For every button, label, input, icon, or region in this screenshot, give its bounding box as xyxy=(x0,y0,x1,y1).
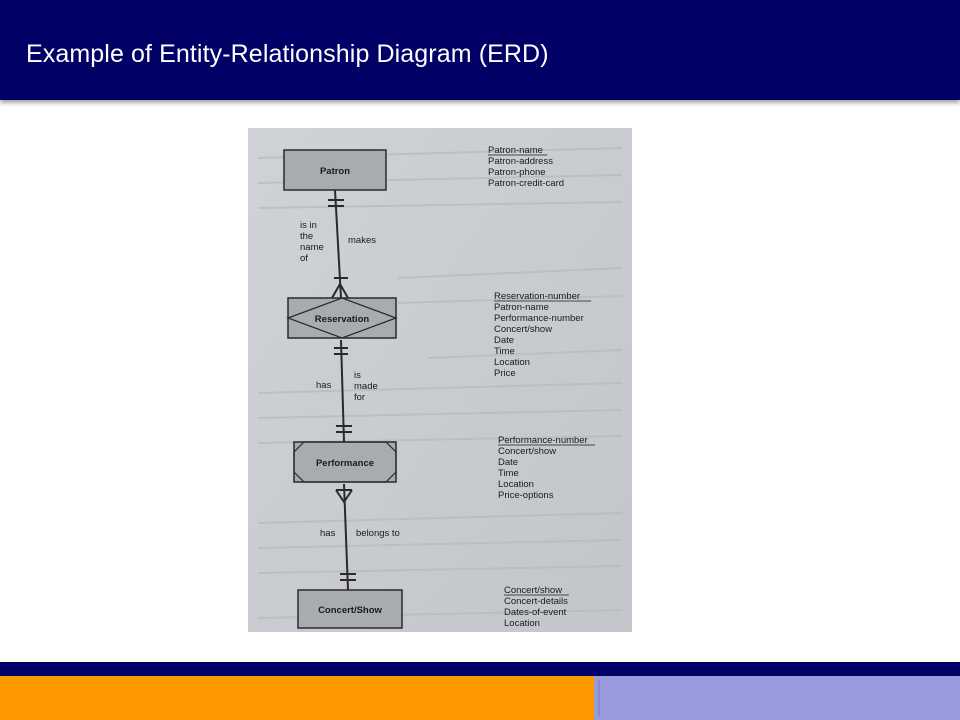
attribute: Location xyxy=(498,479,534,490)
rel-2-right-label: for xyxy=(354,392,365,403)
primary-key-attribute: Performance-number xyxy=(498,435,588,446)
attribute: Patron-phone xyxy=(488,167,546,178)
entity-reservation: Reservation xyxy=(286,297,398,339)
entity-concert-show: Concert/Show xyxy=(297,589,403,629)
primary-key-attribute: Concert/show xyxy=(504,585,562,596)
rel-1-left-label: is in xyxy=(300,220,317,231)
entity-performance: Performance xyxy=(293,441,397,483)
attribute: Concert-details xyxy=(504,596,568,607)
concert-show-attributes: Concert/showConcert-detailsDates-of-even… xyxy=(504,585,569,629)
attribute: Dates-of-event xyxy=(504,607,567,618)
entity-name: Patron xyxy=(320,166,350,177)
footer-bar-orange xyxy=(0,676,594,720)
rel-3-right-label: belongs to xyxy=(356,528,400,539)
attribute: Location xyxy=(504,618,540,629)
rel-1-right-label: makes xyxy=(348,235,376,246)
entity-name: Performance xyxy=(316,458,374,469)
attribute: Patron-credit-card xyxy=(488,178,564,189)
attribute: Patron-address xyxy=(488,156,553,167)
attribute: Price-options xyxy=(498,490,554,501)
patron-attributes: Patron-namePatron-addressPatron-phonePat… xyxy=(488,145,564,189)
rel-2-right-label: is xyxy=(354,370,361,381)
relationship-lines xyxy=(328,189,356,591)
erd-photo: Patron Reservation Performance Concert/S… xyxy=(248,128,632,632)
slide-header: Example of Entity-Relationship Diagram (… xyxy=(0,0,960,100)
attribute: Performance-number xyxy=(494,313,584,324)
rel-3-left-label: has xyxy=(320,528,336,539)
attribute: Date xyxy=(498,457,518,468)
attribute: Price xyxy=(494,368,516,379)
slide-title: Example of Entity-Relationship Diagram (… xyxy=(26,40,549,68)
rel-1-left-label: the xyxy=(300,231,313,242)
primary-key-attribute: Reservation-number xyxy=(494,291,580,302)
primary-key-attribute: Patron-name xyxy=(488,145,543,156)
footer-divider xyxy=(0,662,960,676)
entity-name: Reservation xyxy=(315,314,370,325)
attribute: Time xyxy=(494,346,515,357)
erd-diagram: Patron Reservation Performance Concert/S… xyxy=(248,128,632,632)
relationship-labels: is in the name of makes has is made for … xyxy=(300,220,400,539)
attribute: Patron-name xyxy=(494,302,549,313)
footer-bar-lavender-inner xyxy=(598,680,958,716)
entity-patron: Patron xyxy=(283,149,387,191)
attribute-lists: Patron-namePatron-addressPatron-phonePat… xyxy=(488,145,596,629)
attribute: Time xyxy=(498,468,519,479)
paper-background xyxy=(248,128,632,632)
attribute: Date xyxy=(494,335,514,346)
rel-1-left-label: of xyxy=(300,253,308,264)
reservation-attributes: Reservation-numberPatron-namePerformance… xyxy=(494,291,592,379)
attribute: Location xyxy=(494,357,530,368)
attribute: Concert/show xyxy=(494,324,552,335)
attribute: Concert/show xyxy=(498,446,556,457)
performance-attributes: Performance-numberConcert/showDateTimeLo… xyxy=(498,435,596,501)
entity-name: Concert/Show xyxy=(318,605,382,616)
rel-2-left-label: has xyxy=(316,380,332,391)
rel-2-right-label: made xyxy=(354,381,378,392)
rel-1-left-label: name xyxy=(300,242,324,253)
